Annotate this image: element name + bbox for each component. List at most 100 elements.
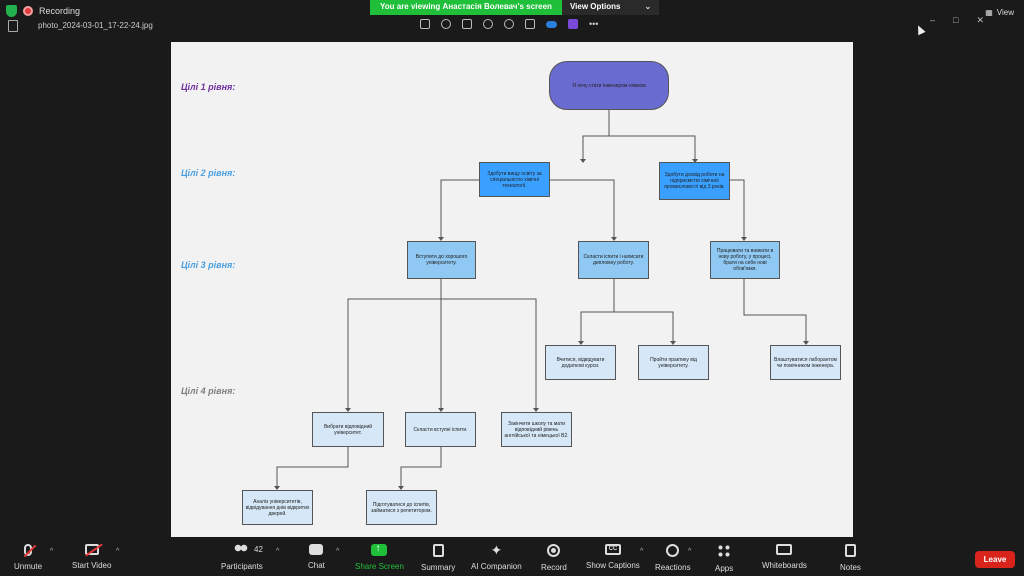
notes-icon bbox=[844, 544, 856, 557]
print-icon[interactable] bbox=[525, 19, 535, 29]
file-name: photo_2024-03-01_17-22-24.jpg bbox=[38, 21, 153, 30]
level-4-label: Цілі 4 рівня: bbox=[181, 386, 236, 396]
captions-options-chevron-icon[interactable]: ^ bbox=[640, 548, 644, 555]
arrowhead bbox=[533, 408, 539, 412]
goal-l4-entrance-exams: Скласти вступні іспити. bbox=[405, 412, 476, 447]
captions-icon: CC bbox=[604, 544, 621, 555]
rotate-icon[interactable] bbox=[441, 19, 451, 29]
connector bbox=[400, 447, 442, 489]
share-screen-label: Share Screen bbox=[355, 562, 404, 571]
meeting-top-bar: Recording photo_2024-03-01_17-22-24.jpg … bbox=[0, 0, 1024, 38]
arrowhead bbox=[670, 341, 676, 345]
arrowhead bbox=[692, 159, 698, 163]
chevron-down-icon: ⌄ bbox=[644, 2, 652, 11]
summary-icon bbox=[432, 544, 444, 557]
level-2-label: Цілі 2 рівня: bbox=[181, 168, 236, 178]
ai-companion-label: AI Companion bbox=[471, 562, 522, 571]
apps-icon bbox=[717, 544, 732, 558]
arrowhead bbox=[274, 486, 280, 490]
arrowhead bbox=[578, 341, 584, 345]
connector bbox=[580, 279, 615, 344]
connector bbox=[614, 311, 674, 344]
window-controls: – □ ✕ bbox=[930, 15, 984, 26]
view-button[interactable]: ▦ View bbox=[985, 8, 1014, 17]
meeting-controls-bar: Unmute ^ Start Video ^ Participants 42 ^… bbox=[0, 540, 1024, 576]
image-toolbar: ••• bbox=[420, 19, 598, 29]
arrowhead bbox=[398, 486, 404, 490]
heart-icon[interactable] bbox=[483, 19, 493, 29]
share-screen-icon bbox=[371, 543, 388, 556]
more-icon[interactable]: ••• bbox=[589, 19, 599, 29]
minimize-icon[interactable]: – bbox=[930, 15, 936, 25]
participants-button[interactable]: Participants bbox=[221, 544, 263, 571]
video-options-chevron-icon[interactable]: ^ bbox=[116, 548, 120, 555]
record-label: Record bbox=[541, 563, 567, 572]
chat-button[interactable]: Chat bbox=[308, 544, 325, 570]
connector bbox=[276, 447, 349, 489]
notes-button[interactable]: Notes bbox=[840, 544, 861, 572]
viewing-banner: You are viewing Анастасія Волевач's scre… bbox=[370, 0, 660, 15]
goal-l3-university: Вступити до хорошого університету. bbox=[407, 241, 476, 279]
view-options-button[interactable]: View Options ⌄ bbox=[561, 0, 660, 15]
whiteboards-button[interactable]: Whiteboards bbox=[762, 544, 807, 570]
file-icon bbox=[8, 20, 18, 32]
info-icon[interactable] bbox=[504, 19, 514, 29]
unmute-options-chevron-icon[interactable]: ^ bbox=[50, 548, 54, 555]
participants-options-chevron-icon[interactable]: ^ bbox=[276, 548, 280, 555]
camera-off-icon bbox=[84, 544, 99, 555]
unmute-label: Unmute bbox=[14, 562, 43, 571]
recording-indicator[interactable]: Recording bbox=[6, 5, 80, 17]
connector bbox=[440, 179, 479, 240]
whiteboard-icon bbox=[776, 544, 793, 555]
goal-l5-analysis: Аналіз університетів, відвідування днів … bbox=[242, 490, 313, 525]
share-screen-button[interactable]: Share Screen bbox=[355, 543, 404, 571]
goal-l2-education: Здобути вищу освіту за спеціальністю хім… bbox=[479, 162, 550, 197]
ai-companion-button[interactable]: ✦ AI Companion bbox=[471, 543, 522, 571]
show-captions-button[interactable]: CC Show Captions bbox=[586, 544, 640, 570]
chat-options-chevron-icon[interactable]: ^ bbox=[336, 548, 340, 555]
view-options-label: View Options bbox=[569, 2, 621, 11]
record-button[interactable]: Record bbox=[541, 544, 567, 572]
participants-label: Participants bbox=[221, 562, 263, 571]
video-editor-icon[interactable] bbox=[568, 19, 578, 29]
summary-button[interactable]: Summary bbox=[421, 544, 455, 572]
record-dot-icon bbox=[23, 6, 33, 16]
unmute-button[interactable]: Unmute bbox=[14, 544, 42, 571]
view-label: View bbox=[996, 8, 1014, 17]
start-video-label: Start Video bbox=[72, 561, 112, 570]
connector bbox=[347, 279, 442, 411]
leave-button[interactable]: Leave bbox=[975, 551, 1015, 568]
arrowhead bbox=[580, 159, 586, 163]
reactions-options-chevron-icon[interactable]: ^ bbox=[688, 548, 692, 555]
record-icon bbox=[547, 544, 561, 557]
participants-icon bbox=[233, 544, 250, 556]
reactions-button[interactable]: Reactions bbox=[655, 544, 691, 572]
whiteboards-label: Whiteboards bbox=[762, 561, 807, 570]
recording-label: Recording bbox=[39, 6, 81, 16]
goal-l4-lab-assistant: Влаштуватися лаборантом чи помічником ін… bbox=[770, 345, 841, 380]
level-3-label: Цілі 3 рівня: bbox=[181, 260, 236, 270]
chat-icon bbox=[309, 544, 324, 555]
trash-icon[interactable] bbox=[462, 19, 472, 29]
notes-label: Notes bbox=[840, 563, 861, 572]
level-1-label: Цілі 1 рівня: bbox=[181, 82, 236, 92]
goal-l3-work: Працювати та вникати в нову роботу, у пр… bbox=[710, 241, 780, 279]
goal-l4-courses: Вчитися, відвідувати додаткові курси. bbox=[545, 345, 616, 380]
show-captions-label: Show Captions bbox=[586, 561, 640, 570]
arrowhead bbox=[741, 237, 747, 241]
chat-label: Chat bbox=[308, 561, 325, 570]
connector bbox=[609, 135, 696, 162]
apps-button[interactable]: Apps bbox=[715, 544, 733, 573]
connector bbox=[441, 298, 537, 411]
apps-label: Apps bbox=[715, 564, 734, 573]
arrowhead bbox=[611, 237, 617, 241]
restore-icon[interactable]: □ bbox=[953, 15, 959, 25]
close-icon[interactable]: ✕ bbox=[976, 15, 984, 25]
viewing-banner-text: You are viewing Анастасія Волевач's scre… bbox=[370, 0, 562, 15]
goal-l4-practice: Пройти практику від університету. bbox=[638, 345, 709, 380]
connector bbox=[743, 279, 807, 344]
goal-l3-diploma: Скласти іспити і написати дипломну робот… bbox=[578, 241, 649, 279]
start-video-button[interactable]: Start Video bbox=[72, 544, 111, 570]
cloud-icon[interactable] bbox=[546, 20, 557, 28]
edit-icon[interactable] bbox=[420, 19, 430, 29]
